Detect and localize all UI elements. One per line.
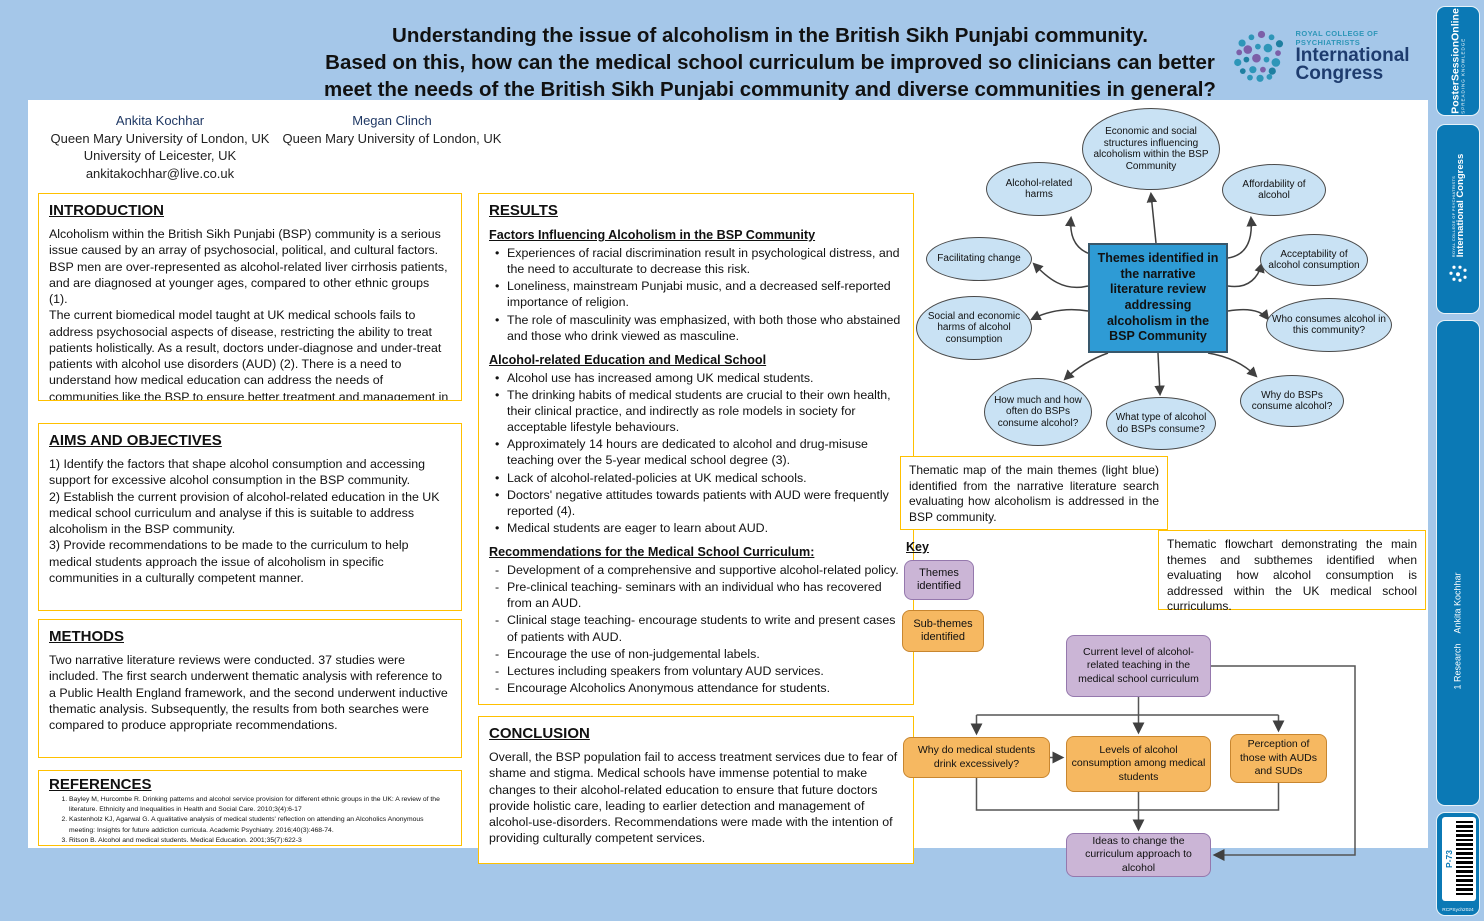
results-bullet: Approximately 14 hours are dedicated to … bbox=[493, 436, 903, 468]
results-bullet: Encourage Alcoholics Anonymous attendanc… bbox=[493, 680, 903, 696]
reference-item: Kastenholz KJ, Agarwal G. A qualitative … bbox=[69, 815, 451, 835]
logo-college-text: ROYAL COLLEGE OF PSYCHIATRISTS bbox=[1295, 28, 1379, 47]
conclusion-body: Overall, the BSP population fail to acce… bbox=[489, 750, 898, 846]
logo-congress-line1: International bbox=[1295, 44, 1410, 66]
postersessiononline-banner: PosterSessionOnline SPREADING KNOWLEDGE bbox=[1436, 6, 1480, 116]
flow-node-consumption-levels: Levels of alcohol consumption among medi… bbox=[1066, 736, 1211, 792]
conclusion-heading: CONCLUSION bbox=[489, 725, 590, 742]
session-author-banner: 1 Research Ankita Kochhar bbox=[1436, 320, 1480, 806]
theme-bubble-economic-structures: Economic and social structures influenci… bbox=[1082, 108, 1220, 190]
results-bullet: Medical students are eager to learn abou… bbox=[493, 520, 903, 536]
congress-globe-icon-small bbox=[1449, 265, 1467, 282]
logo-congress-line2: Congress bbox=[1295, 63, 1384, 84]
postersessiononline-logo-text: PosterSessionOnline bbox=[1449, 8, 1462, 114]
results-bullet: Loneliness, mainstream Punjabi music, an… bbox=[493, 278, 903, 310]
flow-node-current-teaching: Current level of alcohol-related teachin… bbox=[1066, 635, 1211, 697]
results-factors-list: Experiences of racial discrimination res… bbox=[489, 245, 903, 344]
barcode-image bbox=[1456, 821, 1473, 897]
results-bullet: Experiences of racial discrimination res… bbox=[493, 245, 903, 277]
methods-body: Two narrative literature reviews were co… bbox=[49, 653, 448, 732]
author-name: Megan Clinch bbox=[352, 113, 432, 128]
congress-year-label: RCPSych2024 bbox=[1442, 908, 1474, 913]
results-bullet: Clinical stage teaching- encourage stude… bbox=[493, 612, 903, 644]
flow-node-why-drink: Why do medical students drink excessivel… bbox=[903, 737, 1050, 778]
thematic-map-center-node: Themes identified in the narrative liter… bbox=[1088, 243, 1228, 353]
poster-id-banner: P-73 RCPSych2024 bbox=[1436, 812, 1480, 916]
barcode-card: P-73 bbox=[1442, 817, 1476, 901]
congress-logo: ROYAL COLLEGE OF PSYCHIATRISTS Internati… bbox=[1232, 16, 1412, 96]
author-name: Ankita Kochhar bbox=[115, 113, 205, 128]
flow-node-perception: Perception of those with AUDs and SUDs bbox=[1230, 734, 1327, 783]
results-bullet: Lack of alcohol-related-policies at UK m… bbox=[493, 470, 903, 486]
theme-bubble-social-economic-harms: Social and economic harms of alcohol con… bbox=[916, 296, 1032, 360]
reference-item: Ritson B. Alcohol and medical students. … bbox=[69, 836, 451, 845]
theme-bubble-how-much: How much and how often do BSPs consume a… bbox=[984, 378, 1092, 446]
key-themes-identified: Themes identified bbox=[904, 560, 974, 600]
aims-section: AIMS AND OBJECTIVES 1) Identify the fact… bbox=[38, 423, 462, 611]
results-subheading-recommendations: Recommendations for the Medical School C… bbox=[489, 545, 815, 559]
author-block-1: Ankita Kochhar Queen Mary University of … bbox=[40, 112, 280, 182]
results-recommendations-list: Development of a comprehensive and suppo… bbox=[489, 562, 903, 696]
theme-bubble-facilitating-change: Facilitating change bbox=[926, 237, 1032, 281]
author-affiliation: Queen Mary University of London, UK bbox=[282, 130, 502, 146]
results-bullet: Alcohol use has increased among UK medic… bbox=[493, 370, 903, 386]
thematic-map: Economic and social structures influenci… bbox=[898, 106, 1430, 458]
session-number: 1 Research bbox=[1452, 643, 1463, 690]
author-affiliation: Queen Mary University of London, UK Univ… bbox=[50, 130, 270, 181]
theme-bubble-why-consume: Why do BSPs consume alcohol? bbox=[1240, 375, 1344, 427]
introduction-heading: INTRODUCTION bbox=[49, 202, 164, 219]
theme-bubble-affordability: Affordability of alcohol bbox=[1222, 164, 1326, 216]
methods-heading: METHODS bbox=[49, 628, 124, 645]
results-bullet: The role of masculinity was emphasized, … bbox=[493, 312, 903, 344]
key-heading: Key bbox=[906, 540, 929, 554]
results-subheading-factors: Factors Influencing Alcoholism in the BS… bbox=[489, 228, 816, 242]
results-heading: RESULTS bbox=[489, 202, 558, 219]
results-education-list: Alcohol use has increased among UK medic… bbox=[489, 370, 903, 536]
references-section: REFERENCES Bayley M, Hurcombe R. Drinkin… bbox=[38, 770, 462, 846]
results-bullet: Lectures including speakers from volunta… bbox=[493, 663, 903, 679]
postersessiononline-tagline: SPREADING KNOWLEDGE bbox=[1460, 37, 1465, 114]
results-bullet: The drinking habits of medical students … bbox=[493, 387, 903, 435]
references-heading: REFERENCES bbox=[49, 776, 152, 793]
references-list: Bayley M, Hurcombe R. Drinking patterns … bbox=[49, 795, 451, 845]
theme-bubble-what-type: What type of alcohol do BSPs consume? bbox=[1106, 397, 1216, 450]
poster-title: Understanding the issue of alcoholism in… bbox=[324, 24, 1216, 102]
thematic-flowchart: Current level of alcohol-related teachin… bbox=[900, 620, 1430, 900]
poster-number: P-73 bbox=[1444, 850, 1454, 868]
reference-item: Bayley M, Hurcombe R. Drinking patterns … bbox=[69, 795, 451, 815]
flowchart-caption: Thematic flowchart demonstrating the mai… bbox=[1158, 530, 1426, 613]
introduction-body: Alcoholism within the British Sikh Punja… bbox=[49, 227, 449, 401]
theme-bubble-alcohol-harms: Alcohol-related harms bbox=[986, 162, 1092, 216]
results-bullet: Pre-clinical teaching- seminars with an … bbox=[493, 579, 903, 611]
aims-heading: AIMS AND OBJECTIVES bbox=[49, 432, 222, 449]
congress-sidebar-banner: ROYAL COLLEGE OF PSYCHIATRISTS Internati… bbox=[1436, 124, 1480, 314]
results-bullet: Doctors' negative attitudes towards pati… bbox=[493, 487, 903, 519]
results-subheading-education: Alcohol-related Education and Medical Sc… bbox=[489, 352, 767, 367]
theme-bubble-who-consumes: Who consumes alcohol in this community? bbox=[1266, 298, 1392, 352]
results-bullet: Development of a comprehensive and suppo… bbox=[493, 562, 903, 578]
methods-section: METHODS Two narrative literature reviews… bbox=[38, 619, 462, 758]
flow-node-curriculum-ideas: Ideas to change the curriculum approach … bbox=[1066, 833, 1211, 877]
presenter-name: Ankita Kochhar bbox=[1452, 572, 1463, 634]
aims-body: 1) Identify the factors that shape alcoh… bbox=[49, 457, 440, 585]
sidebar-congress-text: International Congress bbox=[1454, 153, 1466, 258]
theme-bubble-acceptability: Acceptability of alcohol consumption bbox=[1260, 234, 1368, 286]
introduction-section: INTRODUCTION Alcoholism within the Briti… bbox=[38, 193, 462, 401]
key-subthemes-identified: Sub-themes identified bbox=[902, 610, 984, 652]
results-section: RESULTS Factors Influencing Alcoholism i… bbox=[478, 193, 914, 705]
conclusion-section: CONCLUSION Overall, the BSP population f… bbox=[478, 716, 914, 864]
results-bullet: Encourage the use of non-judgemental lab… bbox=[493, 646, 903, 662]
author-block-2: Megan Clinch Queen Mary University of Lo… bbox=[272, 112, 512, 147]
thematic-map-caption: Thematic map of the main themes (light b… bbox=[900, 456, 1168, 530]
congress-globe-icon bbox=[1234, 30, 1284, 82]
